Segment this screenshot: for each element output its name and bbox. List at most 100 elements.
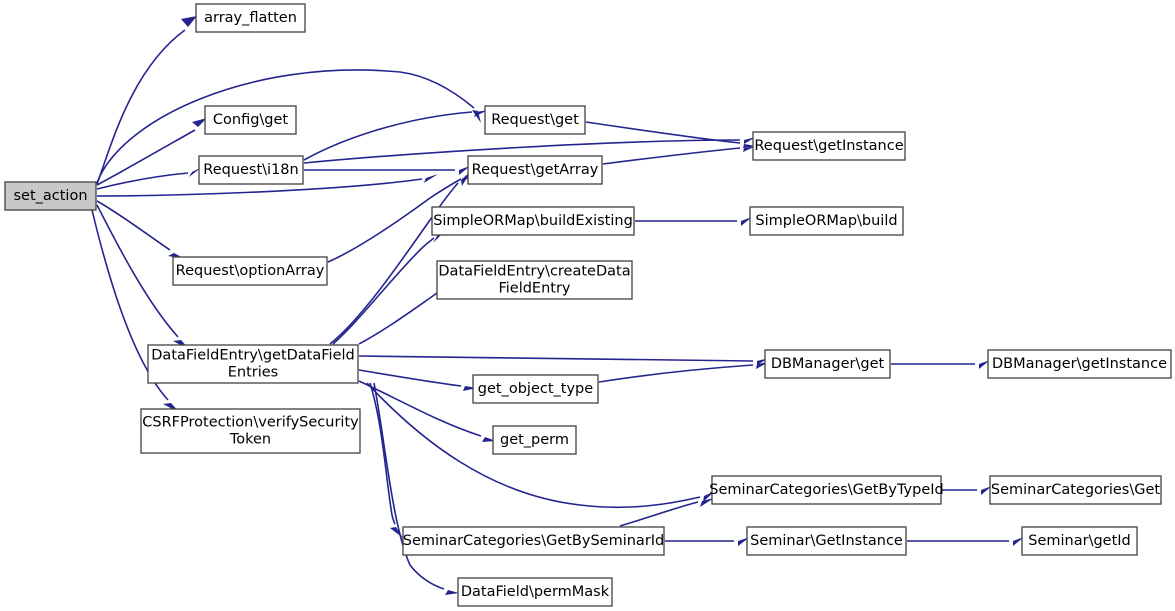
node-label: Request\getInstance xyxy=(754,138,903,154)
node-array_flatten[interactable]: array_flatten xyxy=(195,3,306,33)
arrowhead-icon xyxy=(459,166,470,175)
edge-request_getarray-to-request_getinst xyxy=(602,146,756,165)
node-request_getinst[interactable]: Request\getInstance xyxy=(752,131,906,161)
node-box[interactable] xyxy=(198,155,304,185)
node-label: DataField\permMask xyxy=(461,584,610,600)
node-seminar_getid[interactable]: Seminar\getId xyxy=(1021,526,1138,556)
node-box[interactable] xyxy=(752,131,906,161)
edge-seminar_getinst-to-seminar_getid xyxy=(907,537,1024,546)
node-label: SeminarCategories\GetBySeminarId xyxy=(403,533,665,549)
node-box[interactable] xyxy=(989,475,1162,505)
node-sc_get[interactable]: SeminarCategories\Get xyxy=(989,475,1162,505)
node-box[interactable] xyxy=(987,349,1172,379)
node-df_permmask[interactable]: DataField\permMask xyxy=(457,577,613,607)
node-box[interactable] xyxy=(764,349,891,379)
node-box[interactable] xyxy=(492,425,577,455)
arrowhead-icon xyxy=(445,590,459,595)
node-label: SimpleORMap\build xyxy=(755,213,897,229)
node-label: DBManager\get xyxy=(771,356,885,372)
edge-sc_getbyseminarid-to-seminar_getinst xyxy=(665,537,750,546)
node-box[interactable] xyxy=(140,408,361,454)
edge-request_get-to-request_getinst xyxy=(585,121,756,148)
node-label: Token xyxy=(229,432,271,448)
node-box[interactable] xyxy=(436,260,633,300)
node-label: Request\optionArray xyxy=(176,263,325,279)
node-request_optarray[interactable]: Request\optionArray xyxy=(172,256,328,286)
edge-set_action-to-request_get xyxy=(96,69,481,184)
node-box[interactable] xyxy=(1021,526,1138,556)
node-label: Request\get xyxy=(491,112,579,128)
arrowhead-icon xyxy=(181,16,197,27)
node-config_get[interactable]: Config\get xyxy=(204,105,297,135)
node-dbm_getinst[interactable]: DBManager\getInstance xyxy=(987,349,1172,379)
node-label: SimpleORMap\buildExisting xyxy=(433,213,633,229)
arrowhead-icon xyxy=(979,360,990,369)
node-get_object_type[interactable]: get_object_type xyxy=(472,374,599,404)
edge-sc_getbytypeid-to-sc_get xyxy=(942,486,992,495)
node-label: SeminarCategories\Get xyxy=(991,482,1161,498)
node-box[interactable] xyxy=(147,344,359,384)
node-label: get_object_type xyxy=(478,381,593,397)
edge-dfe_getentries-to-get_object_type xyxy=(358,369,477,391)
arrowhead-icon xyxy=(1013,537,1024,546)
node-label: array_flatten xyxy=(204,10,297,26)
arrowhead-icon xyxy=(463,386,477,391)
node-box[interactable] xyxy=(4,181,97,211)
node-box[interactable] xyxy=(457,577,613,607)
node-sc_getbytypeid[interactable]: SeminarCategories\GetByTypeId xyxy=(709,475,944,505)
edges-layer xyxy=(91,16,1024,595)
edge-set_action-to-array_flatten xyxy=(96,16,197,185)
node-label: get_perm xyxy=(500,432,569,448)
edge-get_object_type-to-dbm_get xyxy=(598,362,769,383)
edge-request_i18n-to-request_get xyxy=(303,110,488,161)
node-box[interactable] xyxy=(484,105,586,135)
node-dbm_get[interactable]: DBManager\get xyxy=(764,349,891,379)
node-box[interactable] xyxy=(467,155,603,185)
node-label: FieldEntry xyxy=(498,281,570,297)
node-label: DataFieldEntry\createData xyxy=(438,264,630,280)
node-seminar_getinst[interactable]: Seminar\GetInstance xyxy=(746,526,907,556)
node-box[interactable] xyxy=(172,256,328,286)
edge-set_action-to-request_getarray xyxy=(96,174,438,197)
node-box[interactable] xyxy=(472,374,599,404)
node-label: Request\getArray xyxy=(472,162,599,178)
node-request_i18n[interactable]: Request\i18n xyxy=(198,155,304,185)
arrowhead-icon xyxy=(743,144,756,148)
nodes-layer: set_actionarray_flattenConfig\getRequest… xyxy=(4,3,1172,607)
node-label: Config\get xyxy=(213,112,289,128)
node-label: Seminar\getId xyxy=(1028,533,1131,549)
node-request_getarray[interactable]: Request\getArray xyxy=(467,155,603,185)
node-box[interactable] xyxy=(746,526,907,556)
node-box[interactable] xyxy=(431,206,635,236)
arrowhead-icon xyxy=(981,486,992,495)
node-label: CSRFProtection\verifySecurity xyxy=(142,415,359,431)
node-box[interactable] xyxy=(711,475,942,505)
node-box[interactable] xyxy=(749,206,904,236)
node-set_action[interactable]: set_action xyxy=(4,181,97,211)
arrowhead-icon xyxy=(472,110,481,123)
node-box[interactable] xyxy=(195,3,306,33)
node-sorm_buildexist[interactable]: SimpleORMap\buildExisting xyxy=(431,206,635,236)
node-label: SeminarCategories\GetByTypeId xyxy=(709,482,944,498)
arrowhead-icon xyxy=(192,118,207,127)
node-sorm_build[interactable]: SimpleORMap\build xyxy=(749,206,904,236)
edge-request_i18n-to-request_getarray xyxy=(304,166,470,175)
node-label: DataFieldEntry\getDataField xyxy=(151,348,354,364)
node-label: Request\i18n xyxy=(203,162,298,178)
edge-set_action-to-config_get xyxy=(96,118,207,186)
node-box[interactable] xyxy=(204,105,297,135)
edge-dfe_getentries-to-sorm_buildexist xyxy=(332,229,447,345)
node-get_perm[interactable]: get_perm xyxy=(492,425,577,455)
node-request_get[interactable]: Request\get xyxy=(484,105,586,135)
edge-dbm_get-to-dbm_getinst xyxy=(891,360,990,369)
node-label: Entries xyxy=(228,365,279,381)
edge-sorm_buildexist-to-sorm_build xyxy=(635,217,752,226)
node-sc_getbyseminarid[interactable]: SeminarCategories\GetBySeminarId xyxy=(402,526,665,556)
edge-dfe_getentries-to-dbm_get xyxy=(358,355,769,365)
arrowhead-icon xyxy=(700,498,714,507)
node-box[interactable] xyxy=(402,526,665,556)
